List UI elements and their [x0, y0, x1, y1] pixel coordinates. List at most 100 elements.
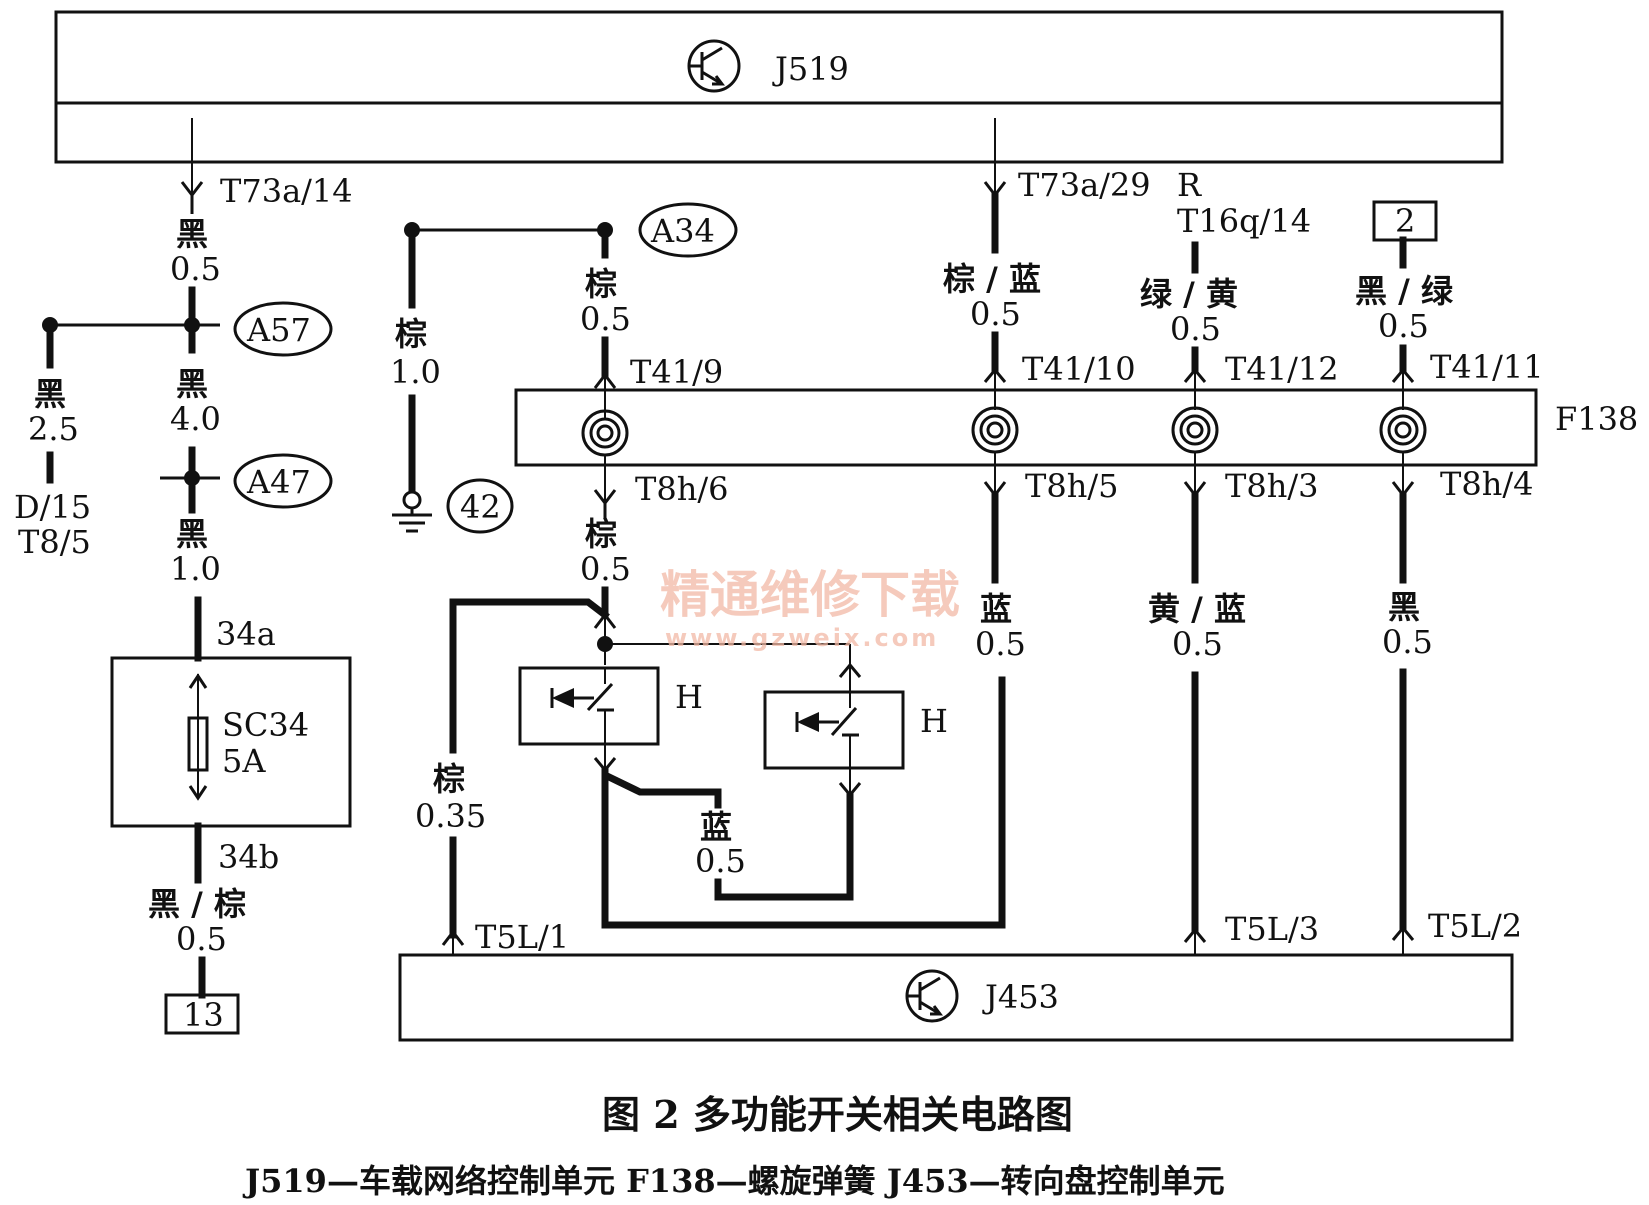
f138-module: F138 [514, 388, 1638, 467]
j519-label: J519 [772, 50, 849, 88]
wire-color: 棕 [585, 265, 617, 303]
r-label: R [1177, 166, 1202, 204]
wire-color: 黑 / 棕 [148, 885, 246, 923]
wire-size: 0.5 [1382, 623, 1433, 661]
a34-tag [638, 202, 738, 258]
wire-color: 棕 [395, 315, 427, 353]
a47-label: A47 [246, 463, 311, 501]
wire-color: 绿 / 黄 [1140, 275, 1238, 313]
transistor-icon [905, 969, 959, 1023]
wire-size: 0.5 [580, 300, 631, 338]
pin-t5l-2: T5L/2 [1428, 907, 1522, 945]
ground-42-tag [446, 478, 514, 534]
column-green-yellow: R T16q/14 绿 / 黄 0.5 T41/12 T8h/3 黄 / 蓝 0… [1140, 166, 1339, 955]
pin-t85: T8/5 [18, 523, 91, 561]
wire-color: 黑 [176, 515, 208, 553]
wire-size: 0.5 [1172, 625, 1223, 663]
transistor-icon [687, 39, 741, 93]
wire-size: 0.5 [176, 920, 227, 958]
pin-t5l-3: T5L/3 [1225, 910, 1319, 948]
watermark-url: www.gzweix.com [665, 624, 939, 652]
wire-color: 黑 [176, 365, 208, 403]
wire-color: 棕 [433, 760, 465, 798]
column-horn: 棕 0.5 T41/9 [580, 226, 723, 420]
wire-size: 2.5 [28, 410, 79, 448]
a57-tag [233, 301, 333, 357]
pin-t73a14: T73a/14 [220, 172, 353, 210]
pin-t8h-3: T8h/3 [1225, 467, 1318, 505]
wire-size: 1.0 [170, 550, 221, 588]
horn-2-label: H [920, 702, 948, 740]
splice-dot [184, 317, 200, 333]
wire-color: 蓝 [980, 590, 1012, 628]
pin-34a: 34a [216, 615, 276, 653]
a57-label: A57 [246, 311, 311, 349]
j453-label: J453 [982, 978, 1059, 1016]
pin-t8h-4: T8h/4 [1440, 465, 1533, 503]
wire-color: 蓝 [700, 808, 732, 846]
j519-module: J519 [54, 10, 1504, 164]
watermark-text: 精通维修下载 [660, 566, 960, 624]
ground-42-label: 42 [460, 488, 501, 526]
spring-icon [971, 406, 1019, 454]
ground-icon [392, 513, 432, 533]
fuse-box: SC34 5A [110, 656, 352, 828]
j453-module: J453 [398, 953, 1514, 1042]
wire-size: 0.5 [1378, 307, 1429, 345]
wire-color: 黄 / 蓝 [1148, 590, 1246, 628]
column-horn-lower: T8h/6 棕 0.5 H [415, 455, 1006, 956]
wire-size: 0.5 [695, 842, 746, 880]
pin-t73a29: T73a/29 [1018, 166, 1151, 204]
splice-dot [184, 470, 200, 486]
ref-2-label: 2 [1395, 202, 1415, 240]
horn-1-label: H [675, 678, 703, 716]
fuse-rating: 5A [222, 742, 266, 780]
spring-icon [1171, 406, 1219, 454]
wire-size: 0.5 [580, 550, 631, 588]
horn-switch-2: H [763, 690, 948, 770]
pin-t41-11: T41/11 [1430, 348, 1544, 386]
wire-size: 0.35 [415, 797, 486, 835]
pin-d15: D/15 [14, 488, 91, 526]
spring-icon [581, 409, 629, 457]
pin-t41-9: T41/9 [630, 353, 723, 391]
pin-34b: 34b [218, 838, 279, 876]
figure-title: 图 2 多功能开关相关电路图 [602, 1092, 1073, 1137]
wire-color: 黑 / 绿 [1355, 272, 1454, 310]
pin-t8h-5: T8h/5 [1025, 467, 1118, 505]
wire-color: 棕 / 蓝 [943, 260, 1041, 298]
wire-color: 黑 [1388, 588, 1420, 626]
button-icon [552, 688, 574, 708]
spring-icon [1379, 406, 1427, 454]
ground-terminal [402, 490, 422, 510]
left-circuit: T73a/14 黑 0.5 A57 黑 2.5 D/15 T8/5 黑 4.0 … [14, 118, 353, 1035]
wire-size: 0.5 [975, 625, 1026, 663]
watermark: 精通维修下载 www.gzweix.com [660, 566, 960, 652]
wire-size: 4.0 [170, 400, 221, 438]
wire-size: 0.5 [170, 250, 221, 288]
figure-legend: J519—车载网络控制单元 F138—螺旋弹簧 J453—转向盘控制单元 [242, 1162, 1225, 1200]
ground-circuit: 棕 1.0 42 A34 [390, 202, 738, 534]
wire-size: 0.5 [970, 295, 1021, 333]
a34-label: A34 [650, 212, 715, 250]
column-black-green: 2 黑 / 绿 0.5 T41/11 T8h/4 黑 0.5 T5L/2 [1355, 200, 1544, 955]
ref-box-13 [164, 993, 240, 1035]
pin-t5l-1: T5L/1 [475, 918, 569, 956]
wire-size: 0.5 [1170, 310, 1221, 348]
wire-size: 1.0 [390, 353, 441, 391]
pin-t41-10: T41/10 [1022, 350, 1136, 388]
a47-tag [233, 453, 333, 509]
fuse-name: SC34 [222, 706, 309, 744]
ref-13-label: 13 [183, 996, 224, 1034]
pin-t41-12: T41/12 [1225, 350, 1339, 388]
column-blue: T73a/29 棕 / 蓝 0.5 T41/10 T8h/5 蓝 0.5 [943, 118, 1151, 663]
horn-switch-1: H [518, 666, 703, 746]
wire-color: 黑 [34, 375, 66, 413]
wire-color: 棕 [585, 515, 617, 553]
pin-t8h-6: T8h/6 [635, 470, 728, 508]
pin-t16q14: T16q/14 [1177, 202, 1311, 240]
wire-color: 黑 [176, 215, 208, 253]
button-icon [797, 712, 819, 732]
f138-label: F138 [1555, 400, 1638, 438]
